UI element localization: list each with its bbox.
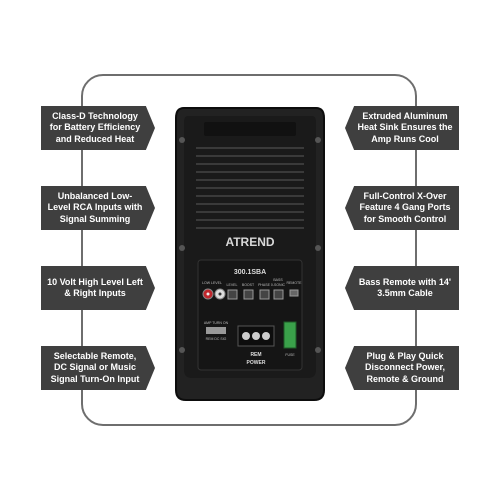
callout-rca-inputs: Unbalanced Low-Level RCA Inputs with Sig…: [41, 186, 155, 230]
rca-pin: [206, 292, 210, 296]
heat-sink: [196, 147, 304, 229]
feature-frame: [81, 74, 417, 426]
callout-text: Full-Control X-Over Feature 4 Gang Ports…: [359, 190, 451, 224]
callout-text: Plug & Play Quick Disconnect Power, Remo…: [364, 350, 446, 384]
callout-text: 10 Volt High Level Left & Right Inputs: [47, 276, 143, 299]
screw-hole: [179, 347, 185, 353]
rem-dc-sig-label: REM DC SIG: [206, 337, 227, 341]
callout-text: Selectable Remote, DC Signal or Music Si…: [50, 350, 140, 384]
callout-crossover: Full-Control X-Over Feature 4 Gang Ports…: [345, 186, 459, 230]
terminal-screw: [252, 332, 260, 340]
callout-turn-on: Selectable Remote, DC Signal or Music Si…: [41, 346, 155, 390]
terminal-screw: [242, 332, 250, 340]
level-knob[interactable]: [227, 289, 238, 300]
rem-label: REM: [250, 352, 261, 358]
callout-quick-disconnect: Plug & Play Quick Disconnect Power, Remo…: [345, 346, 459, 390]
callout-text: Unbalanced Low-Level RCA Inputs with Sig…: [47, 190, 143, 224]
callout-high-level: 10 Volt High Level Left & Right Inputs: [41, 266, 155, 310]
model-number: 300.1SBA: [234, 269, 266, 276]
callout-text: Extruded Aluminum Heat Sink Ensures the …: [357, 110, 453, 144]
remote-port[interactable]: [289, 289, 299, 297]
callout-bass-remote: Bass Remote with 14' 3.5mm Cable: [345, 266, 459, 310]
brand-logo: ATREND: [225, 235, 274, 249]
boost-label: BOOST: [242, 283, 255, 287]
callout-text: Class-D Technology for Battery Efficienc…: [49, 110, 141, 144]
fuse-label: FUSE: [285, 353, 295, 357]
turn-on-switch[interactable]: [206, 327, 226, 334]
screw-hole: [315, 245, 321, 251]
terminal-screw: [262, 332, 270, 340]
remote-label: REMOTE: [287, 281, 303, 285]
green-connector[interactable]: [283, 321, 297, 349]
power-label: POWER: [247, 360, 266, 366]
screw-hole: [315, 347, 321, 353]
bass-label: BASS: [273, 278, 283, 282]
level-label: LEVEL: [227, 283, 238, 287]
screw-hole: [179, 245, 185, 251]
callout-class-d: Class-D Technology for Battery Efficienc…: [41, 106, 155, 150]
low-level-label: LOW LEVEL: [202, 281, 222, 285]
control-panel: [197, 259, 303, 371]
sonic-knob[interactable]: [273, 289, 284, 300]
screw-hole: [315, 137, 321, 143]
phase-knob[interactable]: [259, 289, 270, 300]
callout-text: Bass Remote with 14' 3.5mm Cable: [358, 276, 452, 299]
top-recess: [204, 122, 296, 136]
amp-turn-on-label: AMP TURN ON: [204, 321, 229, 325]
boost-knob[interactable]: [243, 289, 254, 300]
rca-pin: [218, 292, 222, 296]
phase-label: PHASE: [258, 283, 271, 287]
sonic-label: 0-SONIC: [271, 283, 286, 287]
screw-hole: [179, 137, 185, 143]
callout-heat-sink: Extruded Aluminum Heat Sink Ensures the …: [345, 106, 459, 150]
amplifier-device: ATREND 300.1SBA LOW LEVEL LEVEL BOOST PH…: [175, 107, 325, 401]
